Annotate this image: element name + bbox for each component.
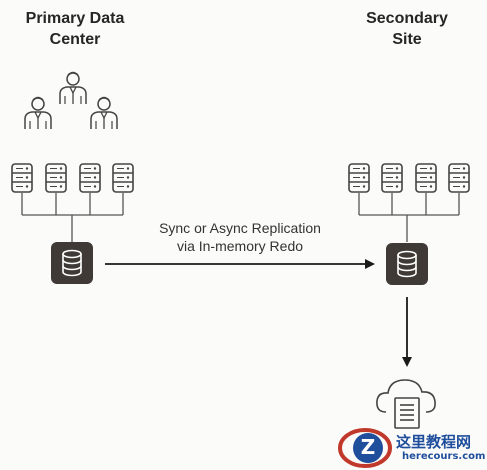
server-icon [112,163,134,193]
secondary-connector [358,193,460,242]
server-icon [348,163,370,193]
replication-label: Sync or Async Replication via In-memory … [159,220,321,254]
server-icon [381,163,403,193]
server-icon [415,163,437,193]
secondary-server-group [348,163,470,193]
secondary-site-title: Secondary Site [366,10,448,48]
watermark-logo [338,428,392,468]
secondary-database-icon [385,242,429,286]
server-icon [79,163,101,193]
primary-connector [21,193,124,242]
user-icon [59,71,87,105]
primary-server-group [11,163,134,193]
watermark-url: herecours.com [402,451,486,462]
server-icon [448,163,470,193]
server-icon [45,163,67,193]
user-group-icon [24,71,118,130]
watermark-text: 这里教程网 [396,433,472,451]
user-icon [24,96,52,130]
user-icon [90,96,118,130]
cloud-document-icon [376,379,436,429]
primary-site-title: Primary Data Center [25,10,125,48]
server-icon [11,163,33,193]
primary-database-icon [50,241,94,285]
watermark-logo-letter: Z [360,435,376,459]
